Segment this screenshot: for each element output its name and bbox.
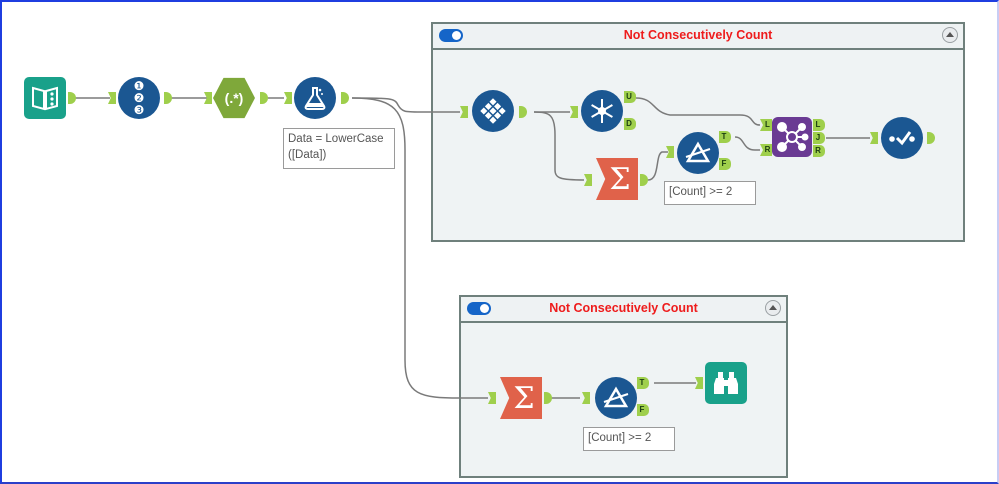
grid-icon bbox=[480, 98, 506, 124]
formula-annotation: Data = LowerCase ([Data]) bbox=[283, 128, 395, 169]
collapse-icon[interactable] bbox=[765, 300, 781, 316]
input-anchor[interactable] bbox=[460, 106, 468, 118]
duplicate-output-anchor[interactable]: D bbox=[624, 118, 636, 130]
right-input-anchor[interactable]: R bbox=[760, 144, 772, 156]
false-output-anchor[interactable]: F bbox=[719, 158, 731, 170]
input-anchor[interactable] bbox=[284, 92, 292, 104]
wire bbox=[734, 136, 760, 151]
output-anchor[interactable] bbox=[544, 392, 552, 404]
input-anchor[interactable] bbox=[582, 392, 590, 404]
input-tool[interactable] bbox=[24, 77, 66, 119]
select-tool[interactable] bbox=[881, 117, 923, 159]
prism-icon bbox=[685, 141, 711, 163]
input-anchor[interactable] bbox=[204, 92, 212, 104]
filter-tool[interactable] bbox=[595, 377, 637, 419]
container-title: Not Consecutively Count bbox=[549, 301, 698, 315]
book-icon bbox=[32, 86, 58, 111]
output-anchor[interactable] bbox=[68, 92, 76, 104]
formula-tool[interactable] bbox=[294, 77, 336, 119]
sigma-icon: Σ bbox=[513, 380, 535, 416]
binoculars-icon bbox=[714, 372, 738, 394]
check-icon bbox=[889, 131, 915, 146]
input-anchor[interactable] bbox=[570, 106, 578, 118]
wire bbox=[351, 97, 460, 113]
filter-annotation: [Count] >= 2 bbox=[664, 181, 756, 205]
sigma-icon: Σ bbox=[609, 161, 631, 197]
false-output-anchor[interactable]: F bbox=[637, 404, 649, 416]
right-output-anchor[interactable]: R bbox=[813, 145, 825, 157]
join-icon bbox=[777, 122, 809, 152]
browse-tool[interactable] bbox=[705, 362, 747, 404]
true-output-anchor[interactable]: T bbox=[637, 377, 649, 389]
container-toggle[interactable] bbox=[439, 29, 463, 42]
container-header: Not Consecutively Count bbox=[433, 24, 963, 50]
wire bbox=[635, 97, 761, 126]
output-anchor[interactable] bbox=[640, 174, 648, 186]
container-title: Not Consecutively Count bbox=[623, 28, 773, 42]
unique-tool[interactable] bbox=[581, 90, 623, 132]
input-anchor[interactable] bbox=[666, 146, 674, 158]
left-output-anchor[interactable]: L bbox=[813, 119, 825, 131]
output-anchor[interactable] bbox=[164, 92, 172, 104]
input-anchor[interactable] bbox=[488, 392, 496, 404]
join-output-anchor[interactable]: J bbox=[813, 132, 825, 144]
input-anchor[interactable] bbox=[870, 132, 878, 144]
container-header: Not Consecutively Count bbox=[461, 297, 786, 323]
prism-icon bbox=[603, 386, 629, 408]
output-anchor[interactable] bbox=[341, 92, 349, 104]
join-tool[interactable] bbox=[772, 117, 812, 157]
wire bbox=[647, 151, 668, 181]
input-anchor[interactable] bbox=[584, 174, 592, 186]
unique-output-anchor[interactable]: U bbox=[624, 91, 636, 103]
collapse-icon[interactable] bbox=[942, 27, 958, 43]
wire bbox=[533, 111, 585, 181]
regex-icon: (.*) bbox=[224, 90, 244, 106]
output-anchor[interactable] bbox=[927, 132, 935, 144]
input-anchor[interactable] bbox=[695, 377, 703, 389]
input-anchor[interactable] bbox=[108, 92, 116, 104]
tile-tool[interactable] bbox=[472, 90, 514, 132]
filter-annotation: [Count] >= 2 bbox=[583, 427, 675, 451]
left-input-anchor[interactable]: L bbox=[760, 119, 772, 131]
true-output-anchor[interactable]: T bbox=[719, 131, 731, 143]
snowflake-icon bbox=[591, 99, 613, 123]
output-anchor[interactable] bbox=[260, 92, 268, 104]
output-anchor[interactable] bbox=[519, 106, 527, 118]
flask-icon bbox=[304, 87, 326, 110]
container-toggle[interactable] bbox=[467, 302, 491, 315]
wire bbox=[351, 97, 488, 399]
filter-tool[interactable] bbox=[677, 132, 719, 174]
